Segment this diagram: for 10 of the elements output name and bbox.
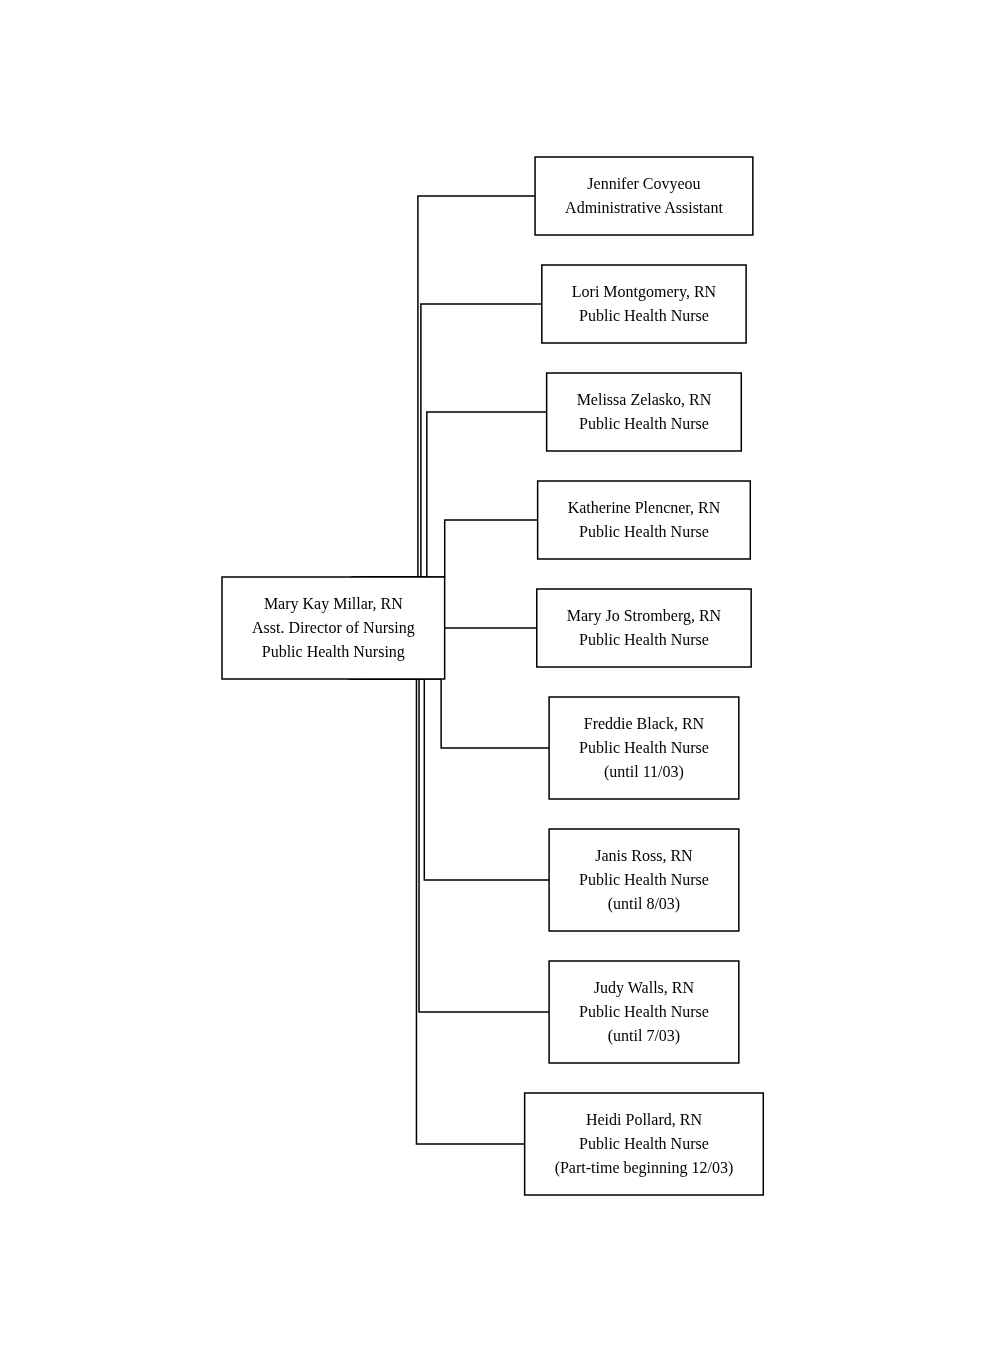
node-box: Katherine Plencner, RN Public Health Nurse: [536, 480, 751, 560]
node-box: Mary Kay Millar, RN Asst. Director of Nursing Public Health Nursing: [221, 576, 446, 680]
node-box: Janis Ross, RN Public Health Nurse (until 8/03): [548, 828, 740, 932]
node-box: Jennifer Covyeou Administrative Assistant: [534, 156, 754, 236]
node-box: Judy Walls, RN Public Health Nurse (until 7/03): [548, 960, 740, 1064]
node-box: Lori Montgomery, RN Public Health Nurse: [540, 264, 747, 344]
node-box: Heidi Pollard, RN Public Health Nurse (Part-time beginning 12/03): [523, 1092, 764, 1196]
node-box: Mary Jo Stromberg, RN Public Health Nurse: [535, 588, 752, 668]
node-box: Melissa Zelasko, RN Public Health Nurse: [545, 372, 742, 452]
node-box: Freddie Black, RN Public Health Nurse (until 11/03): [548, 696, 740, 800]
